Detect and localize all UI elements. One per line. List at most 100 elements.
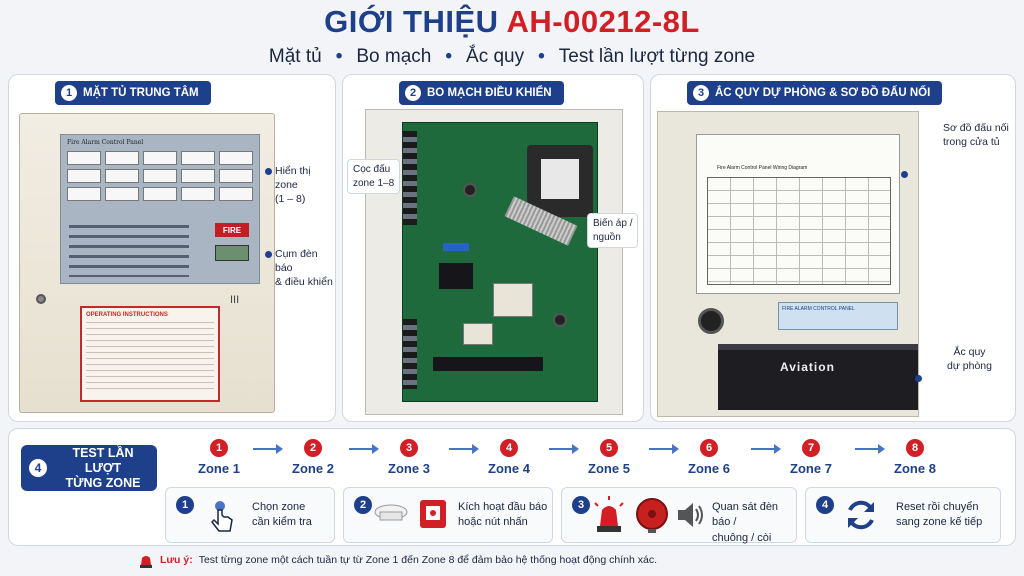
panel-control-front: 1 MẶT TỦ TRUNG TÂM Fire Alarm Control Pa…: [8, 74, 336, 422]
callout-line: nguồn: [593, 231, 621, 243]
step-text: Reset rồi chuyển sang zone kế tiếp: [896, 500, 982, 531]
speaker-icon: [678, 503, 703, 527]
note-label: Lưu ý:: [160, 554, 193, 566]
arrow-right-icon: [349, 444, 379, 454]
dip-switch: [443, 243, 469, 251]
callout-line: Hiển thị zone: [275, 165, 311, 192]
capacitor: [463, 183, 477, 197]
step-line: Chọn zone: [252, 501, 306, 513]
callout-line: (1 – 8): [275, 193, 306, 206]
bullet-dot: •: [538, 46, 545, 67]
section-title-line: TEST LẦN LƯỢT: [72, 445, 134, 475]
bullet-dot: •: [335, 46, 343, 67]
terminal-block: [403, 319, 417, 389]
chip: [439, 263, 473, 289]
bullet-dot: •: [445, 46, 453, 67]
callout-line: Biến áp /: [593, 218, 633, 229]
hand-pointer-icon: [211, 501, 233, 532]
step-3: 3 Quan sát đèn báo / chuông / còi: [561, 487, 797, 544]
panel-tag: 3 ẮC QUY DỰ PHÒNG & SƠ ĐỒ ĐẤU NỐI: [687, 81, 943, 105]
note-text: Test từng zone một cách tuần tự từ Zone …: [198, 554, 657, 566]
control-face: Fire Alarm Control Panel FIRE: [60, 134, 260, 284]
section-title-line: TỪNG ZONE: [65, 475, 141, 490]
step-text: Kích hoạt đầu báo hoặc nút nhấn: [458, 500, 547, 531]
panel-control-board: 2 BO MẠCH ĐIỀU KHIỂN Cọc đấu zone 1–8 Bi…: [342, 74, 644, 422]
arrow-right-icon: [855, 444, 885, 454]
cabinet-interior-illustration: Fire Alarm Control Panel Wiring Diagram …: [657, 111, 919, 417]
instruction-label: OPERATING INSTRUCTIONS: [80, 306, 220, 402]
zone-label: Zone 5: [588, 461, 630, 476]
callout-dot: [265, 251, 272, 258]
step-number: 1: [176, 496, 194, 514]
step-line: Reset rồi chuyển: [896, 501, 979, 513]
panel-battery-wiring: 3 ẮC QUY DỰ PHÒNG & SƠ ĐỒ ĐẤU NỐI Fire A…: [650, 74, 1016, 422]
callout-terminals: Cọc đấu zone 1–8: [347, 159, 401, 194]
wiring-diagram: Fire Alarm Control Panel Wiring Diagram: [696, 134, 900, 294]
warning-siren-icon: [140, 556, 152, 568]
zone-label: Zone 2: [292, 461, 334, 476]
zone-display-row: [67, 151, 253, 165]
zone-number: 6: [700, 439, 718, 457]
callout-battery: Ắc quy dự phòng: [947, 345, 992, 373]
callout-line: zone 1–8: [353, 177, 395, 189]
transformer-label: [541, 159, 579, 199]
panel-tag: 1 MẶT TỦ TRUNG TÂM: [55, 81, 211, 105]
step-number: 3: [572, 496, 590, 514]
panel-number: 3: [693, 85, 709, 101]
relay: [463, 323, 493, 345]
zone-label: Zone 7: [790, 461, 832, 476]
arrow-right-icon: [751, 444, 781, 454]
callout-line: Cọc đấu: [353, 164, 391, 175]
callout-line: Ắc quy: [953, 346, 986, 358]
step-line: sang zone kế tiếp: [896, 516, 983, 529]
alarm-bell-icon: [636, 498, 668, 533]
zone-label: Zone 1: [198, 461, 240, 476]
vent-mark: III: [230, 294, 240, 306]
buzzer-icon: [698, 308, 724, 334]
battery: Aviation: [718, 344, 918, 410]
reset-cycle-icon: [848, 500, 874, 530]
zone-number: 2: [304, 439, 322, 457]
section-title: TEST LẦN LƯỢT TỪNG ZONE: [53, 446, 153, 491]
zone-label: Zone 6: [688, 461, 730, 476]
lcd-display: [215, 245, 249, 261]
step-4: 4 Reset rồi chuyển sang zone kế tiếp: [805, 487, 1001, 543]
diagram-grid: [707, 177, 891, 285]
zone-number: 3: [400, 439, 418, 457]
callout-diagram: Sơ đồ đấu nối trong cửa tủ: [943, 121, 1009, 149]
page-title: GIỚI THIỆU AH-00212-8L: [0, 4, 1024, 40]
title-intro: GIỚI THIỆU: [324, 4, 499, 39]
panel-title: MẶT TỦ TRUNG TÂM: [83, 87, 199, 99]
zone-display-row: [67, 169, 253, 183]
step-line: chuông / còi: [712, 531, 772, 544]
callout-dot: [901, 171, 908, 178]
arrow-right-icon: [253, 444, 283, 454]
subtitle-item: Bo mạch: [356, 46, 432, 67]
callout-lamps: Cụm đèn báo & điều khiển: [275, 247, 335, 290]
panel-title: ẮC QUY DỰ PHÒNG & SƠ ĐỒ ĐẤU NỐI: [715, 87, 931, 99]
step-line: Quan sát đèn báo /: [712, 501, 779, 529]
callout-line: trong cửa tủ: [943, 136, 1000, 149]
step-number: 4: [816, 496, 834, 514]
step-line: hoặc nút nhấn: [458, 516, 528, 529]
callout-line: Sơ đồ đấu nối: [943, 122, 1009, 134]
subtitle-item: Mặt tủ: [268, 46, 322, 67]
zone-label: Zone 4: [488, 461, 530, 476]
step-line: Kích hoạt đầu báo: [458, 501, 548, 513]
step-2: 2 Kích hoạt đầu báo hoặc nút nhấn: [343, 487, 553, 543]
title-model: AH-00212-8L: [506, 4, 700, 39]
instruction-heading: OPERATING INSTRUCTIONS: [86, 312, 168, 318]
diagram-heading: Fire Alarm Control Panel Wiring Diagram: [717, 165, 808, 171]
step-text: Chọn zone cần kiểm tra: [252, 500, 312, 531]
note: Lưu ý: Test từng zone một cách tuần tự t…: [138, 552, 657, 568]
panel-number: 1: [61, 85, 77, 101]
pcb: [402, 122, 598, 402]
arrow-right-icon: [449, 444, 479, 454]
zone-number: 4: [500, 439, 518, 457]
callout-line: & điều khiển: [275, 276, 333, 289]
